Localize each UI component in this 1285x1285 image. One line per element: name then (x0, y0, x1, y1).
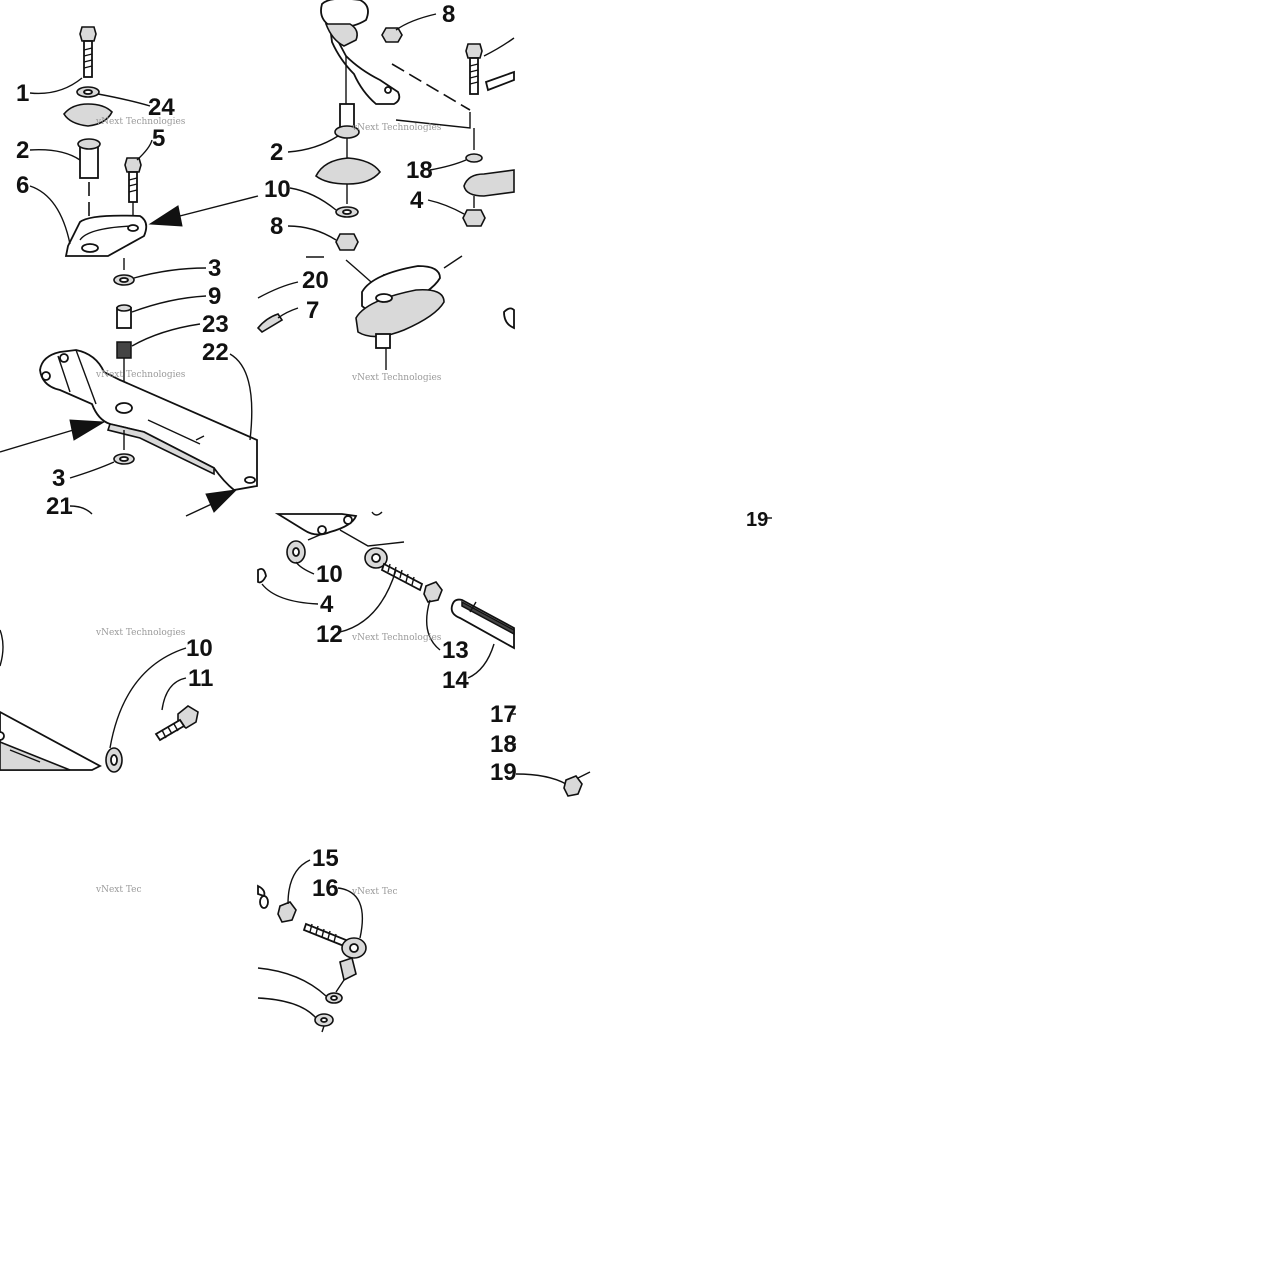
callout-4: 4 (320, 591, 334, 618)
mount-plate-icon (64, 214, 148, 257)
tie-rod-icon (450, 598, 515, 650)
tile-lower-right-partial: 17 18 19 19 (490, 509, 772, 797)
rod-end-icon (302, 922, 367, 982)
tile-bottom-center: 15 16 vNext Tec (257, 845, 398, 1033)
callout-13: 13 (442, 637, 469, 664)
nut-icon (381, 27, 403, 43)
callout-19-right: 19 (746, 509, 768, 531)
callout-12: 12 (316, 621, 343, 648)
bolt-icon (465, 43, 483, 95)
bolt-icon (154, 705, 199, 742)
callout-18: 18 (406, 157, 433, 184)
arrow-icon (69, 419, 106, 441)
callout-21: 21 (46, 493, 73, 520)
callout-22: 22 (202, 339, 229, 366)
watermark: vNext Tec (95, 885, 142, 895)
steering-arm-icon (320, 0, 369, 29)
cushion-icon (63, 103, 113, 127)
callout-5: 5 (152, 125, 165, 152)
nut-icon (335, 233, 359, 251)
arrow-icon (148, 205, 183, 227)
callout-10: 10 (264, 176, 291, 203)
watermark: vNext Technologies (351, 123, 442, 133)
tile-upper-left: 1 24 2 5 6 vNext Technologies (16, 26, 259, 257)
watermark: vNext Tec (351, 887, 398, 897)
callout-9: 9 (208, 283, 221, 310)
nut-icon (563, 775, 583, 797)
callout-6: 6 (16, 172, 29, 199)
watermark: vNext Technologies (95, 628, 186, 638)
callout-23: 23 (202, 311, 229, 338)
callout-24: 24 (148, 94, 175, 121)
callout-3: 3 (208, 255, 221, 282)
callout-17: 17 (490, 701, 517, 728)
nut-icon (277, 901, 297, 923)
watermark: vNext Technologies (95, 117, 186, 127)
callout-8-lower: 8 (270, 213, 283, 240)
watermark: vNext Technologies (95, 370, 186, 380)
callout-18: 18 (490, 731, 517, 758)
callout-20: 20 (302, 267, 329, 294)
tile-middle-left: 3 9 23 22 3 21 vNext Technologies (0, 255, 258, 520)
tile-center: 20 7 vNext Technologies (256, 255, 515, 383)
callout-10: 10 (316, 561, 343, 588)
callout-15: 15 (312, 845, 339, 872)
spacer-icon (116, 341, 132, 359)
nut-icon (462, 209, 486, 227)
bolt-icon (79, 26, 97, 78)
callout-8: 8 (442, 1, 455, 28)
watermark: vNext Technologies (351, 373, 442, 383)
tile-lower-left: 10 11 vNext Technologies (0, 628, 213, 773)
washer-icon (465, 153, 483, 163)
tile-lower-center: 10 4 12 13 14 vNext Technologies (257, 511, 515, 694)
callout-2: 2 (16, 137, 29, 164)
watermark: vNext Technologies (351, 633, 442, 643)
bolt-icon (124, 157, 142, 203)
callout-14: 14 (442, 667, 469, 694)
washer-icon (259, 895, 269, 909)
nut-icon (423, 581, 443, 603)
callout-4: 4 (410, 187, 424, 214)
callout-16: 16 (312, 875, 339, 902)
callout-1: 1 (16, 80, 29, 107)
callout-11: 11 (188, 665, 213, 692)
tile-upper-middle: 8 2 18 10 4 8 vNext Technologies (264, 0, 515, 251)
callout-19: 19 (490, 759, 517, 786)
callout-2: 2 (270, 139, 283, 166)
callout-7: 7 (306, 297, 319, 324)
rod-end-icon (364, 547, 424, 592)
callout-10: 10 (186, 635, 213, 662)
tile-bottom-left: vNext Tec (95, 885, 142, 895)
arrow-icon (205, 489, 238, 513)
callout-3-lower: 3 (52, 465, 65, 492)
